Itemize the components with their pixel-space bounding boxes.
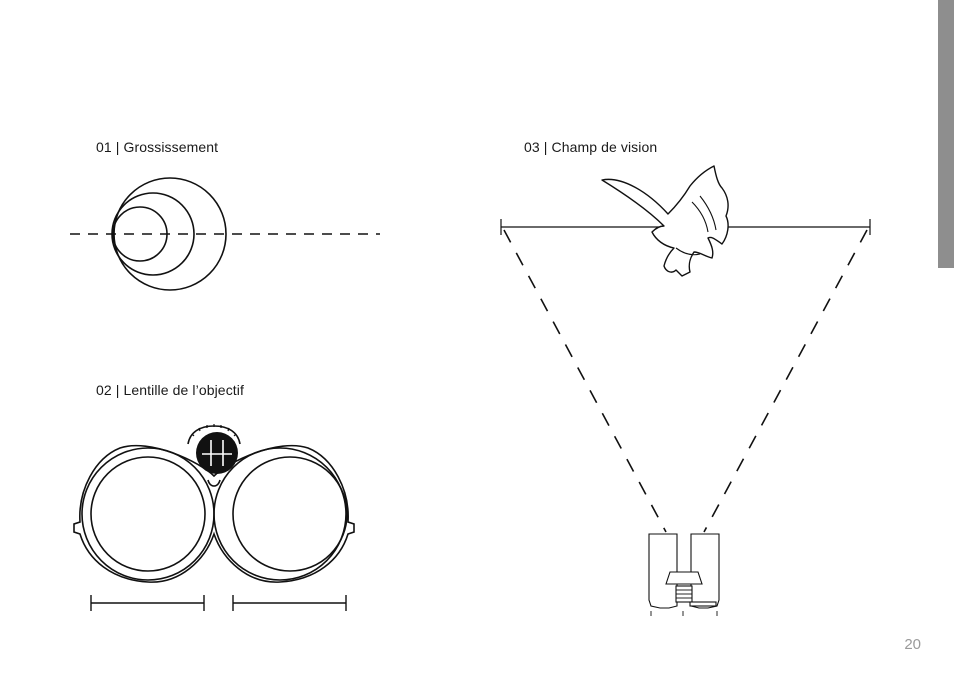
magnification-circle-small xyxy=(112,206,168,262)
magnification-circle-large xyxy=(113,177,227,291)
binocular-housing-outline xyxy=(73,444,355,583)
binocular-left-barrel xyxy=(648,533,678,609)
magnification-diagram xyxy=(70,177,380,291)
left-objective-lens xyxy=(90,456,206,572)
section-label-objective-lens: 02 | Lentille de l’objectif xyxy=(96,382,244,398)
view-cone-right-edge xyxy=(703,229,868,533)
focus-wheel-ticks xyxy=(191,424,237,437)
page-number: 20 xyxy=(904,636,921,653)
binocular-right-barrel xyxy=(690,533,720,609)
eagle-silhouette-icon xyxy=(601,165,729,277)
hawke-h-logo-icon xyxy=(196,432,238,474)
right-objective-lens xyxy=(232,456,348,572)
view-cone-left-edge xyxy=(503,229,667,533)
hinge-notch xyxy=(207,479,221,487)
objective-lens-diagram xyxy=(73,424,355,611)
binocular-diopter-ring xyxy=(689,601,717,607)
binocular-bridge xyxy=(665,571,703,585)
lens-diameter-measure-right xyxy=(232,595,347,611)
section-label-field-of-view: 03 | Champ de vision xyxy=(524,139,658,155)
section-label-magnification: 01 | Grossissement xyxy=(96,139,219,155)
section-tab xyxy=(938,0,954,268)
lens-diameter-measure-left xyxy=(90,595,205,611)
binoculars-front-icon xyxy=(648,533,720,616)
magnification-circle-medium xyxy=(111,192,195,276)
right-lens-housing xyxy=(213,447,347,581)
left-lens-housing xyxy=(81,447,215,581)
